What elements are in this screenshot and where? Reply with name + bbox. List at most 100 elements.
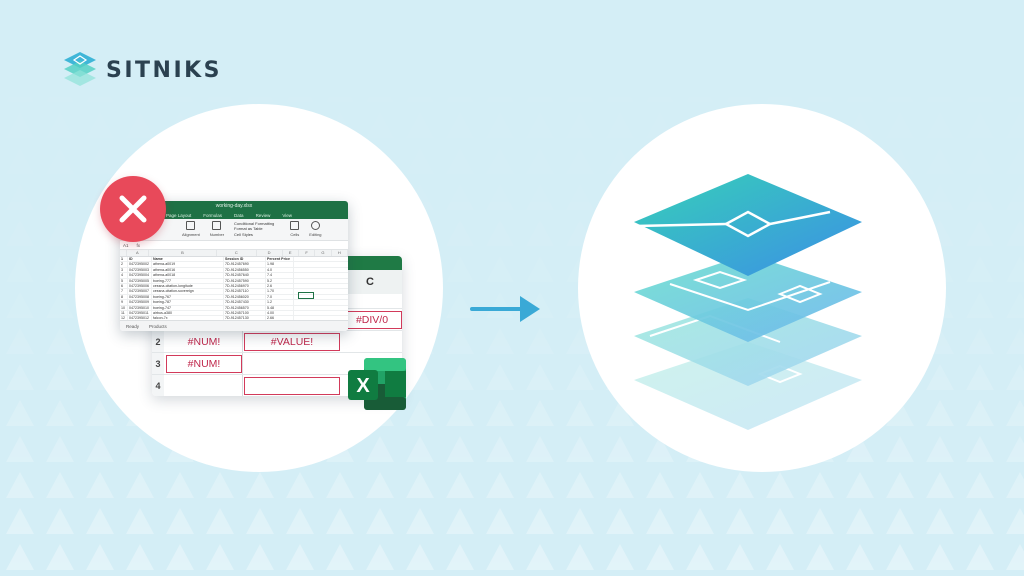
formula-bar[interactable]: A1 fx	[120, 241, 348, 250]
table-cell[interactable]: 1.98	[266, 262, 294, 267]
table-cell[interactable]: falcon-7x	[152, 316, 224, 321]
table-cell[interactable]: 7.0	[266, 294, 294, 300]
table-cell[interactable]: 2.66	[266, 316, 294, 321]
error-cell: #NUM!	[166, 333, 242, 351]
table-cell[interactable]: 4.0	[266, 267, 294, 273]
table-cell[interactable]: 7D-912456020	[224, 294, 266, 300]
brand-logo: SITNIKS	[62, 50, 222, 90]
table-cell[interactable]: 7D-912456970	[224, 283, 266, 289]
stacked-layers-logo-icon	[64, 52, 96, 86]
tab-view[interactable]: View	[282, 212, 293, 218]
svg-text:X: X	[356, 375, 370, 397]
table-cell[interactable]: 0472395010	[128, 305, 152, 310]
error-cell: #DIV/0	[342, 311, 402, 329]
col-letter: F	[299, 250, 316, 256]
table-cell[interactable]: 1.2	[266, 300, 294, 305]
error-cell: #VALUE!	[244, 333, 340, 351]
tab-page-layout[interactable]: Page Layout	[166, 212, 192, 218]
search-icon	[310, 221, 320, 230]
close-icon	[119, 195, 147, 223]
excel-icon: X	[348, 358, 406, 410]
table-cell[interactable]: cessna-citation-longitude	[152, 283, 224, 289]
styles-list: Conditional Formatting Format as Table C…	[234, 221, 274, 238]
table-cell[interactable]: boeing-787	[152, 300, 224, 305]
tab-data[interactable]: Data	[234, 212, 244, 218]
format-as-table-button[interactable]: Format as Table	[234, 226, 263, 231]
table-cell[interactable]: athena-a0019	[152, 262, 224, 267]
table-cell[interactable]: 7D-912456550	[224, 267, 266, 273]
table-cell[interactable]: 0472395012	[128, 316, 152, 321]
table-cell[interactable]: 7.4	[266, 273, 294, 278]
table-cell[interactable]: 0472395009	[128, 300, 152, 305]
table-cell[interactable]: cessna-citation-sovereign	[152, 289, 224, 294]
tab-formulas[interactable]: Formulas	[203, 212, 223, 218]
table-cell[interactable]: 7D-912457110	[224, 289, 266, 294]
table-cell[interactable]: 4.00	[266, 310, 294, 316]
row-number: 7	[120, 289, 128, 294]
ribbon-label: Editing	[309, 232, 322, 237]
row-number: 10	[120, 305, 128, 310]
table-cell[interactable]: 0472395002	[128, 262, 152, 267]
table-cell[interactable]: 0472395005	[128, 278, 152, 283]
ribbon-number[interactable]: Number	[210, 221, 224, 237]
row-number: 5	[120, 278, 128, 283]
table-cell[interactable]: 0472395003	[128, 267, 152, 273]
ribbon-cells[interactable]: Cells	[290, 221, 300, 237]
stacked-layers-icon	[634, 174, 862, 430]
table-cell[interactable]: 1.70	[266, 289, 294, 294]
table-cell[interactable]: 7D-912457430	[224, 300, 266, 305]
table-cell[interactable]: 5.2	[266, 278, 294, 283]
table-cell[interactable]: airbus-a380	[152, 310, 224, 316]
table-cell[interactable]: boeing-747	[152, 305, 224, 310]
file-name: working-day.xlsx	[215, 203, 253, 209]
layer-1	[634, 174, 862, 276]
table-cell[interactable]: 7D-912457130	[224, 316, 266, 321]
conditional-formatting-button[interactable]: Conditional Formatting	[234, 220, 275, 226]
row-number: 3	[152, 353, 164, 375]
col-letter: G	[315, 250, 332, 256]
tab-review[interactable]: Review	[255, 212, 271, 218]
corner-cell	[120, 250, 127, 256]
ribbon-label: Alignment	[182, 232, 200, 237]
highlighted-cell	[244, 377, 340, 395]
ribbon-editing[interactable]: Editing	[309, 221, 322, 237]
row-number: 1	[120, 257, 128, 262]
table-cell[interactable]: 0472395006	[128, 283, 152, 289]
sheet-tab-products[interactable]: Products	[149, 323, 167, 329]
selected-cell[interactable]	[298, 292, 314, 299]
table-cell[interactable]: 0472395011	[128, 310, 152, 316]
header-cell: Percent Price	[266, 257, 294, 262]
table-cell[interactable]: athena-a0016	[152, 267, 224, 273]
table-cell[interactable]: 7D-912457640	[224, 273, 266, 278]
table-cell[interactable]: 7D-912457100	[224, 310, 266, 316]
align-icon	[186, 221, 196, 230]
ribbon-alignment[interactable]: Alignment	[182, 221, 200, 237]
sheet-grid: A B C D E F G H 1 ID Name Session ID Per…	[120, 250, 348, 331]
ribbon-label: Cells	[290, 232, 300, 237]
table-cell[interactable]: 0472395007	[128, 289, 152, 294]
col-letter: B	[149, 250, 218, 256]
table-cell[interactable]: athena-a0018	[152, 273, 224, 278]
col-letter: H	[332, 250, 348, 256]
cell-styles-button[interactable]: Cell Styles	[234, 231, 253, 237]
status-text: Ready	[126, 323, 140, 329]
table-cell[interactable]: 7D-912456570	[224, 305, 266, 310]
table-cell[interactable]: 7D-912457590	[224, 278, 266, 283]
table-cell[interactable]: 7D-912457690	[224, 262, 266, 267]
table-cell[interactable]: boeing-767	[152, 294, 224, 300]
table-cell[interactable]: 0472395004	[128, 273, 152, 278]
table-cell[interactable]: boeing-777	[152, 278, 224, 283]
table-cell[interactable]: 2.6	[266, 283, 294, 289]
table-cell[interactable]: 0472395008	[128, 294, 152, 300]
name-box[interactable]: A1	[123, 242, 129, 248]
table-cell[interactable]: 5.48	[266, 305, 294, 310]
error-cell: #NUM!	[166, 355, 242, 373]
row-number: 2	[120, 262, 128, 267]
